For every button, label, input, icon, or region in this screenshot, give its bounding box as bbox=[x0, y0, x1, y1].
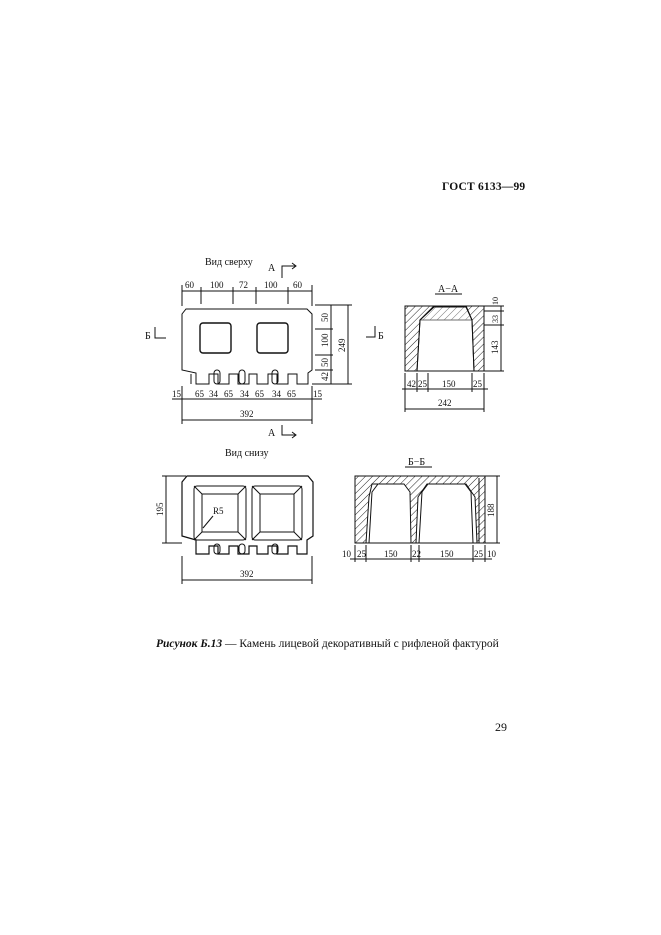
bottom-dim-6: 65 bbox=[255, 389, 265, 399]
bb-bottom-dim-5: 150 bbox=[440, 549, 454, 559]
aa-right-dim-1: 10 bbox=[491, 297, 500, 305]
top-dim-5: 60 bbox=[293, 280, 303, 290]
right-dim-2: 100 bbox=[320, 333, 330, 347]
section-bb-title: Б−Б bbox=[408, 457, 425, 468]
aa-width-dim: 242 bbox=[438, 398, 452, 408]
bv-height-dim: 195 bbox=[155, 502, 165, 516]
bb-bottom-dim-4: 22 bbox=[412, 549, 421, 559]
bottom-dim-8: 65 bbox=[287, 389, 297, 399]
length-dim: 392 bbox=[240, 409, 254, 419]
section-a-a: А−А 10 33 143 42 25 150 25 242 bbox=[402, 284, 504, 412]
page-number: 29 bbox=[495, 720, 507, 734]
bottom-view-title: Вид снизу bbox=[225, 448, 269, 459]
aa-bottom-dim-2: 25 bbox=[418, 379, 428, 389]
right-dim-1: 50 bbox=[320, 313, 330, 323]
bottom-dim-7: 34 bbox=[272, 389, 282, 399]
caption-label: Рисунок Б.13 bbox=[156, 638, 223, 650]
aa-bottom-dim-3: 150 bbox=[442, 379, 456, 389]
standard-header: ГОСТ 6133—99 bbox=[442, 181, 526, 193]
bb-bottom-dim-3: 150 bbox=[384, 549, 398, 559]
bb-bottom-dim-1: 10 bbox=[342, 549, 352, 559]
bottom-dim-1: 15 bbox=[172, 389, 182, 399]
bv-length-dim: 392 bbox=[240, 569, 254, 579]
bb-bottom-dim-6: 25 bbox=[474, 549, 484, 559]
section-b-b: Б−Б 188 10 25 150 22 150 25 10 bbox=[342, 457, 500, 562]
bb-bottom-dim-2: 25 bbox=[357, 549, 367, 559]
aa-bottom-dim-1: 42 bbox=[407, 379, 416, 389]
section-mark-b-right: Б bbox=[378, 331, 384, 342]
bottom-view: Вид снизу R5 195 392 bbox=[155, 448, 314, 584]
aa-right-dim-3: 143 bbox=[490, 340, 500, 354]
section-mark-a-top: А bbox=[268, 263, 276, 274]
section-aa-title: А−А bbox=[438, 284, 459, 295]
right-dim-3: 50 bbox=[320, 358, 330, 368]
aa-bottom-dim-4: 25 bbox=[473, 379, 483, 389]
height-dim: 249 bbox=[337, 338, 347, 352]
caption-text: — Камень лицевой декоративный с рифленой… bbox=[222, 638, 499, 650]
bottom-dim-9: 15 bbox=[313, 389, 323, 399]
bb-height-dim: 188 bbox=[486, 503, 496, 517]
section-mark-a-bottom: А bbox=[268, 428, 276, 439]
bottom-dim-5: 34 bbox=[240, 389, 250, 399]
figure-caption: Рисунок Б.13 — Камень лицевой декоративн… bbox=[156, 638, 499, 650]
right-dim-4: 42 bbox=[320, 372, 330, 381]
bottom-dim-2: 65 bbox=[195, 389, 205, 399]
top-view-title: Вид сверху bbox=[205, 257, 253, 268]
radius-label: R5 bbox=[213, 506, 224, 516]
bottom-dim-4: 65 bbox=[224, 389, 234, 399]
section-mark-b-left: Б bbox=[145, 331, 151, 342]
top-dim-1: 60 bbox=[185, 280, 195, 290]
aa-right-dim-2: 33 bbox=[491, 315, 500, 323]
top-dim-3: 72 bbox=[239, 280, 248, 290]
top-dim-2: 100 bbox=[210, 280, 224, 290]
top-dim-4: 100 bbox=[264, 280, 278, 290]
bb-bottom-dim-7: 10 bbox=[487, 549, 497, 559]
bottom-dim-3: 34 bbox=[209, 389, 219, 399]
top-view: Вид сверху А 60 100 72 100 60 Б Б bbox=[145, 257, 384, 439]
